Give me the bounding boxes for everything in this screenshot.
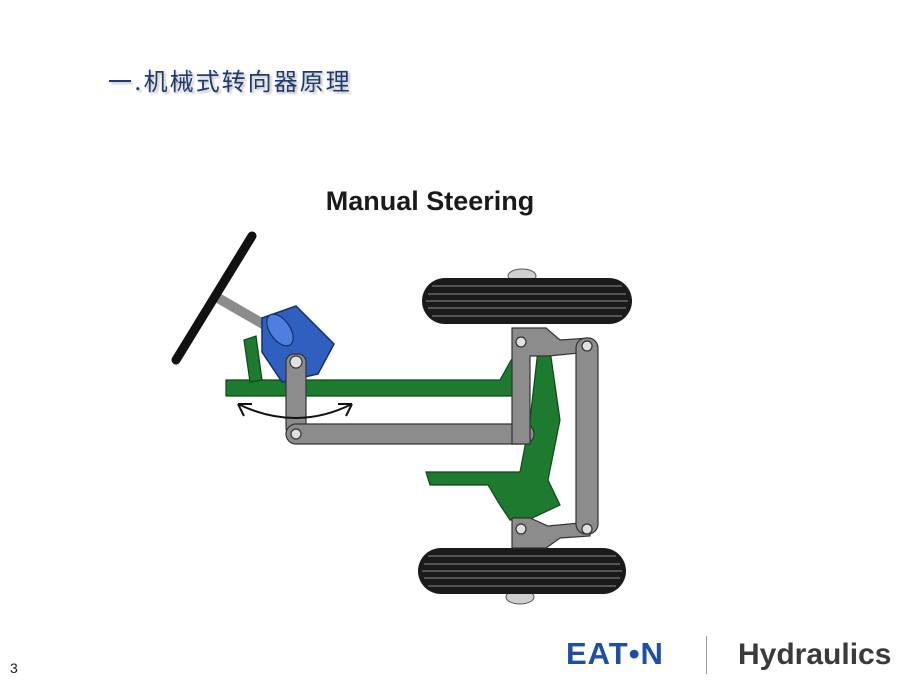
footer-division-label: Hydraulics (738, 638, 892, 671)
front-tire-top (422, 268, 632, 324)
footer-divider (706, 636, 707, 674)
diagram-title: Manual Steering (325, 186, 535, 216)
steering-gearbox (261, 305, 335, 383)
manual-steering-diagram (171, 231, 632, 605)
eaton-logo: EAT•N (566, 636, 664, 671)
linkage-pivots (515, 336, 593, 535)
slide-title: 一.机械式转向器原理 (108, 68, 352, 96)
drag-link (285, 423, 535, 445)
page-number: 3 (10, 660, 18, 676)
front-tire-bottom (418, 548, 626, 605)
rotation-arrow (237, 403, 353, 419)
